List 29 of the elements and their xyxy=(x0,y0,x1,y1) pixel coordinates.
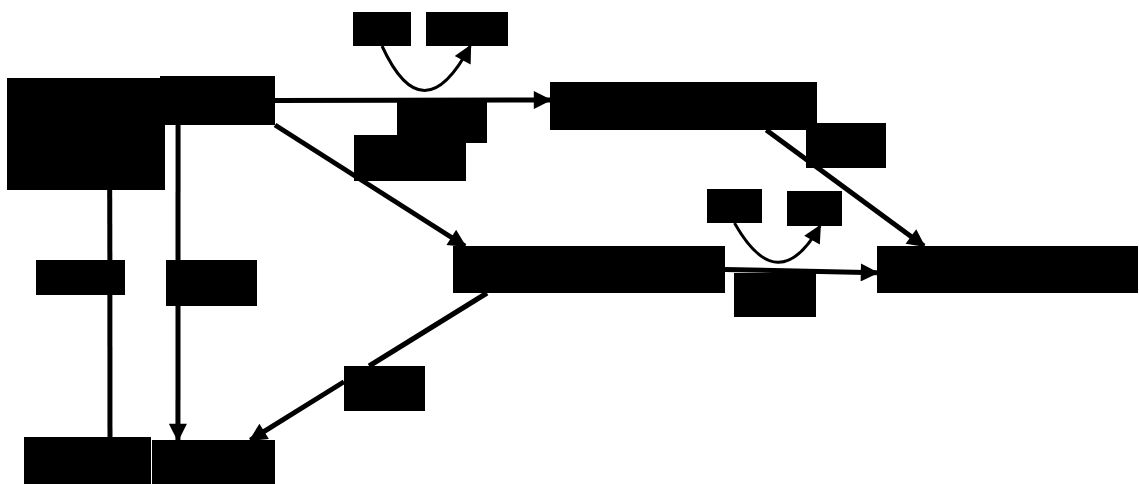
redaction-block xyxy=(734,273,816,317)
redaction-block xyxy=(353,12,411,46)
arrow xyxy=(724,263,879,282)
connector-line xyxy=(107,190,113,260)
curved-arrow xyxy=(733,222,822,264)
redaction-block xyxy=(24,437,151,484)
arrow xyxy=(275,91,552,110)
redaction-block xyxy=(152,440,275,484)
redaction-block xyxy=(36,260,125,295)
redaction-block xyxy=(166,260,257,306)
redaction-block xyxy=(354,135,466,181)
redaction-block xyxy=(344,366,425,411)
redaction-block xyxy=(426,12,508,46)
redaction-block xyxy=(453,246,725,293)
connector-line xyxy=(175,125,181,260)
redaction-block xyxy=(7,78,165,190)
connector-line xyxy=(367,290,489,369)
arrow xyxy=(273,122,467,249)
redaction-block xyxy=(160,76,275,125)
redaction-block xyxy=(550,82,817,130)
connector-line xyxy=(107,295,113,437)
arrow xyxy=(168,306,187,442)
redaction-block xyxy=(707,189,762,223)
arrow xyxy=(764,128,926,248)
redaction-block xyxy=(787,191,842,226)
redaction-block xyxy=(877,246,1138,293)
redaction-block xyxy=(806,123,886,168)
arrow xyxy=(248,379,346,443)
curved-arrow xyxy=(380,44,472,92)
